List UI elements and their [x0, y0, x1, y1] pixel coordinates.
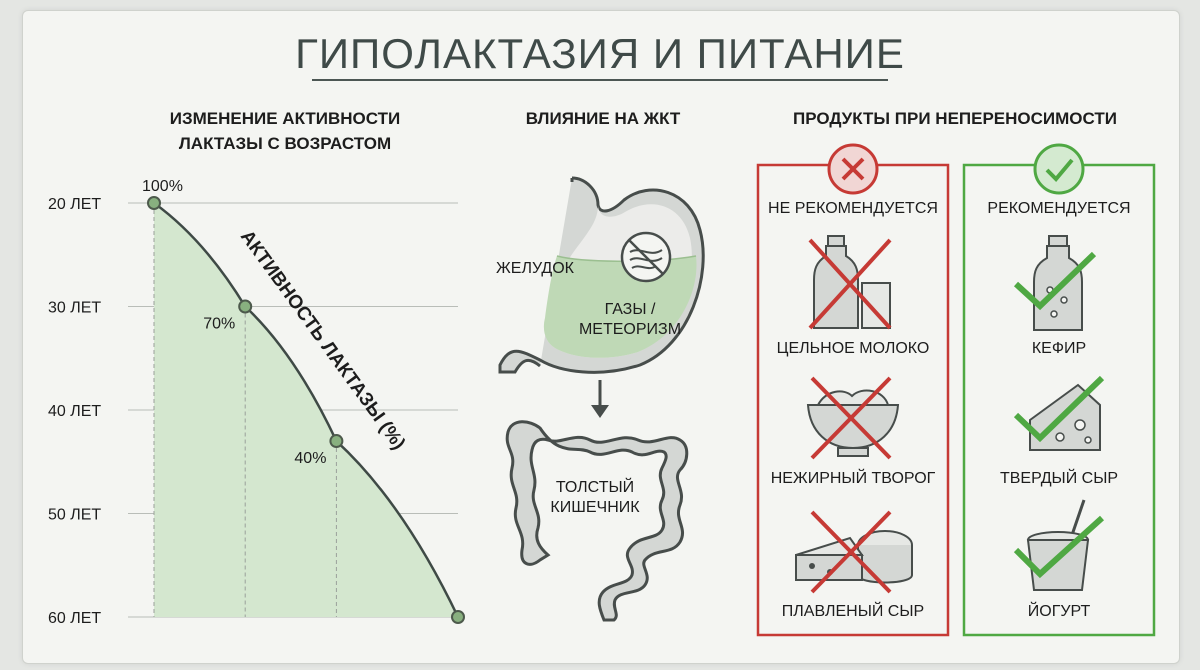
y-tick-label: 30 ЛЕТ	[48, 300, 101, 317]
chart-drop-lines	[153, 203, 337, 617]
check-circle-icon	[1033, 143, 1085, 195]
colon-outline	[505, 420, 689, 622]
arrow-down-icon	[591, 380, 609, 418]
check-icon	[1013, 251, 1097, 311]
chart-title-line2: ЛАКТАЗЫ С ВОЗРАСТОМ	[178, 134, 392, 153]
product-processed-cheese: ПЛАВЛЕНЫЙ СЫР	[781, 603, 925, 620]
y-tick-label: 20 ЛЕТ	[48, 196, 101, 213]
colon-label: ТОЛСТЫЙ КИШЕЧНИК	[540, 478, 650, 518]
point-label: 40%	[294, 450, 326, 467]
point-label: 70%	[203, 316, 235, 333]
recommended-header: РЕКОМЕНДУЕТСЯ	[987, 200, 1131, 217]
gas-label-line2: МЕТЕОРИЗМ	[578, 321, 682, 338]
chart-title: ИЗМЕНЕНИЕ АКТИВНОСТИ ЛАКТАЗЫ С ВОЗРАСТОМ	[130, 106, 440, 156]
data-point	[147, 196, 161, 210]
stomach-label: ЖЕЛУДОК	[496, 260, 574, 277]
kefir-bottle-icon	[1033, 235, 1083, 331]
not-recommended-header: НЕ РЕКОМЕНДУЕТСЯ	[768, 200, 938, 217]
yogurt-icon	[1026, 499, 1090, 591]
product-whole-milk: ЦЕЛЬНОЕ МОЛОКО	[776, 340, 930, 357]
title-underline	[312, 79, 888, 81]
product-kefir: КЕФИР	[1031, 340, 1087, 357]
gas-label: ГАЗЫ / МЕТЕОРИЗМ	[565, 300, 695, 340]
stomach-illustration	[498, 178, 705, 374]
colon-label-line1: ТОЛСТЫЙ	[555, 479, 635, 496]
chart-area-fill	[154, 203, 458, 617]
cross-icon	[808, 238, 892, 330]
check-icon	[1013, 375, 1105, 443]
chart-y-ticks: 20 ЛЕТ 30 ЛЕТ 40 ЛЕТ 50 ЛЕТ 60 ЛЕТ	[48, 196, 101, 627]
stomach-fluid	[543, 256, 697, 358]
product-low-fat-cottage-cheese: НЕЖИРНЫЙ ТВОРОГ	[770, 470, 936, 487]
chart-point-labels: 100% 70% 40%	[142, 178, 326, 467]
products-title: ПРОДУКТЫ ПРИ НЕПЕРЕНОСИМОСТИ	[793, 109, 1117, 128]
x-circle-icon	[827, 143, 879, 195]
product-hard-cheese: ТВЕРДЫЙ СЫР	[999, 470, 1119, 487]
data-point	[451, 610, 465, 624]
gi-title: ВЛИЯНИЕ НА ЖКТ	[525, 109, 681, 128]
cross-icon	[810, 510, 892, 594]
y-tick-label: 50 ЛЕТ	[48, 507, 101, 524]
chart-title-line1: ИЗМЕНЕНИЕ АКТИВНОСТИ	[169, 109, 401, 128]
colon-label-line2: КИШЕЧНИК	[550, 499, 640, 516]
point-label: 100%	[142, 178, 183, 195]
gas-label-line1: ГАЗЫ /	[604, 301, 656, 318]
cross-icon	[810, 376, 892, 460]
product-yogurt: ЙОГУРТ	[1027, 603, 1091, 620]
data-point	[329, 434, 344, 449]
check-icon	[1013, 515, 1105, 579]
y-tick-label: 40 ЛЕТ	[48, 403, 101, 420]
colon-illustration	[505, 420, 689, 622]
y-tick-label: 60 ЛЕТ	[48, 610, 101, 627]
data-point	[238, 299, 253, 314]
chart-curve-line	[153, 201, 460, 618]
processed-cheese-icon	[795, 530, 913, 584]
page-title: ГИПОЛАКТАЗИЯ И ПИТАНИЕ	[295, 30, 905, 77]
milk-bottle-icon	[813, 235, 891, 329]
chart-points	[147, 196, 465, 624]
